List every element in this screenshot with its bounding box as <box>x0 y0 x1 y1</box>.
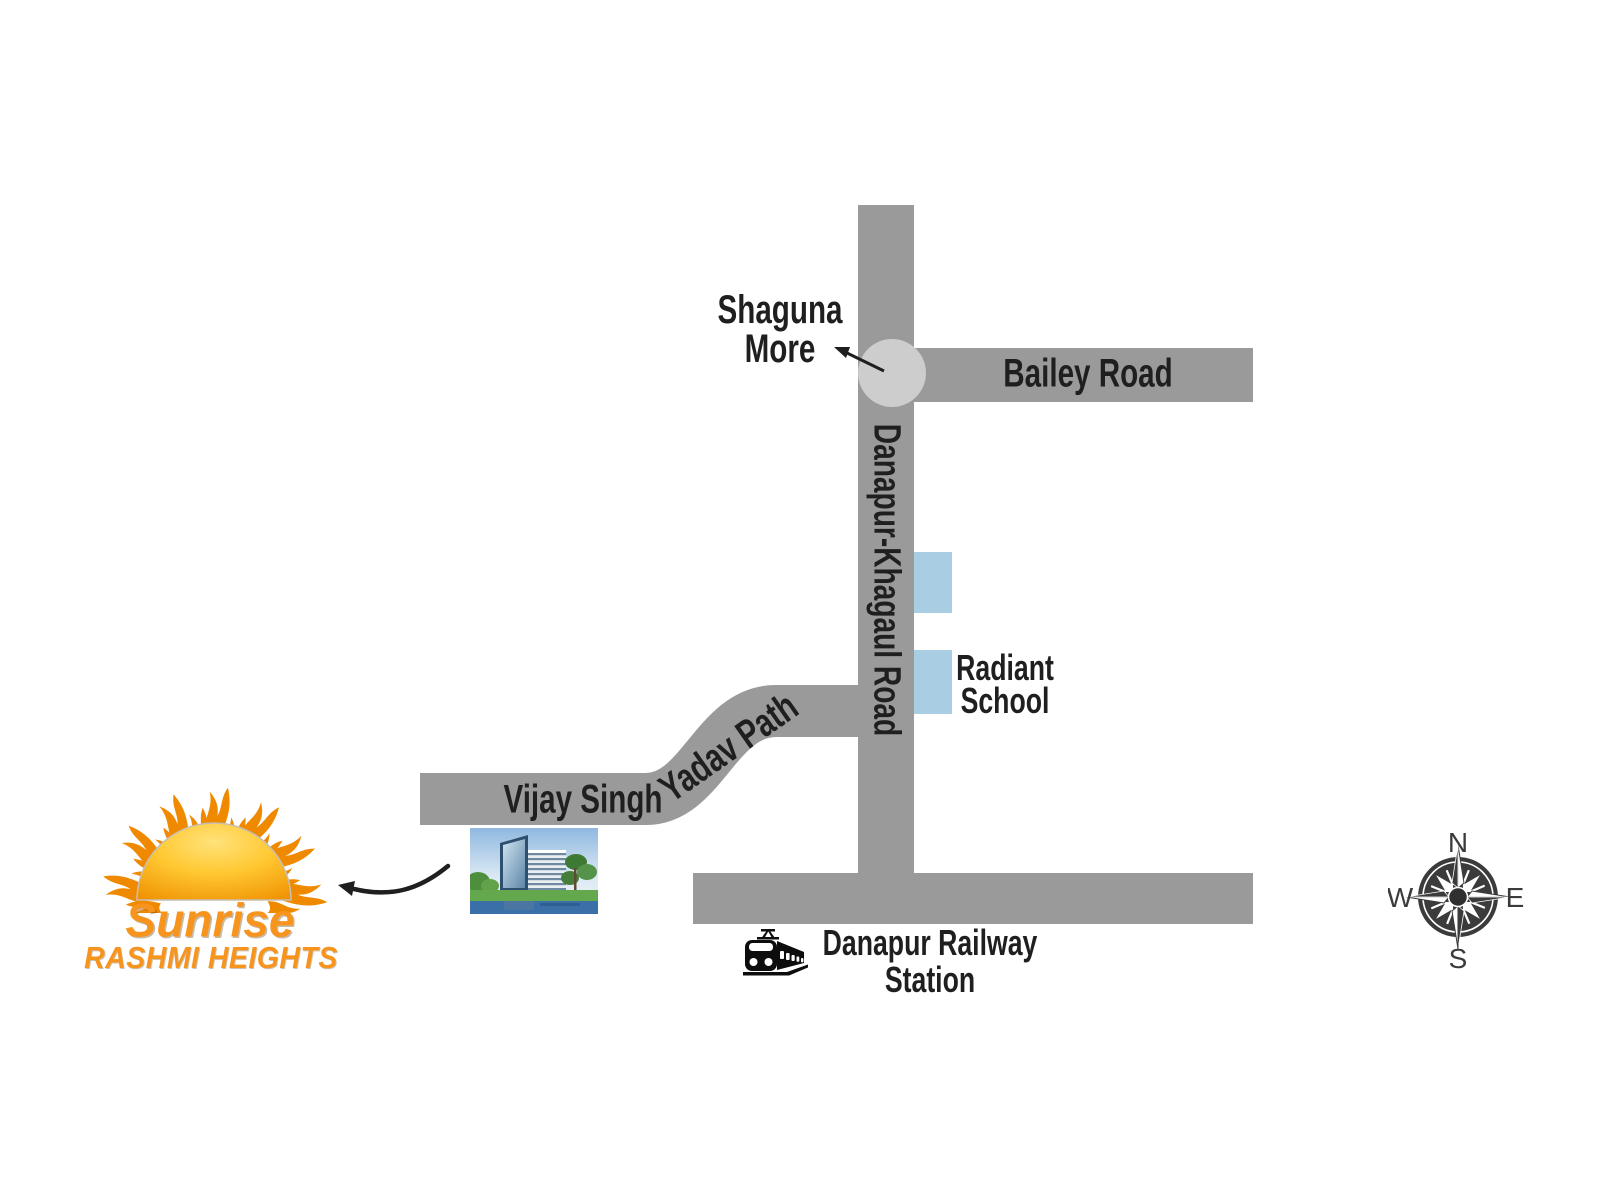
label-vijay-singh: Vijay Singh <box>503 777 663 822</box>
railway-station-line2: Station <box>884 959 976 1000</box>
compass-rose-icon: N E S W <box>1388 827 1525 974</box>
label-danapur-khagaul-road: Danapur-Khagaul Road <box>865 423 908 737</box>
radiant-school-block-2 <box>914 650 952 714</box>
label-shaguna-more: Shaguna More <box>717 288 843 371</box>
logo-name: Sunrise <box>125 893 295 947</box>
label-bailey-road: Bailey Road <box>1003 351 1173 396</box>
railway-station-line1: Danapur Railway <box>822 922 1038 963</box>
label-radiant-school: Radiant School <box>956 647 1054 721</box>
compass-east-label: E <box>1506 882 1525 913</box>
road-station <box>693 873 1253 924</box>
road-danapur-khagaul <box>858 205 914 924</box>
road-vijay-singh-yadav-path <box>420 685 892 825</box>
arrow-to-logo <box>338 863 451 896</box>
compass-west-label: W <box>1388 882 1414 913</box>
shaguna-more-junction-dot <box>858 339 926 407</box>
compass-north-label: N <box>1448 827 1468 858</box>
road-bailey <box>880 348 1253 402</box>
compass-south-label: S <box>1449 943 1468 974</box>
radiant-school-line1: Radiant <box>956 647 1054 688</box>
shaguna-more-line2: More <box>744 327 816 371</box>
radiant-school-line2: School <box>960 680 1050 721</box>
building-photo <box>470 828 598 914</box>
shaguna-more-line1: Shaguna <box>717 288 843 332</box>
train-icon <box>743 929 808 976</box>
label-railway-station: Danapur Railway Station <box>823 924 1038 998</box>
logo-tagline: RASHMI HEIGHTS <box>84 940 338 975</box>
sun-logo-icon <box>100 786 328 913</box>
shaguna-arrow <box>834 347 885 373</box>
radiant-school-block-1 <box>914 552 952 613</box>
